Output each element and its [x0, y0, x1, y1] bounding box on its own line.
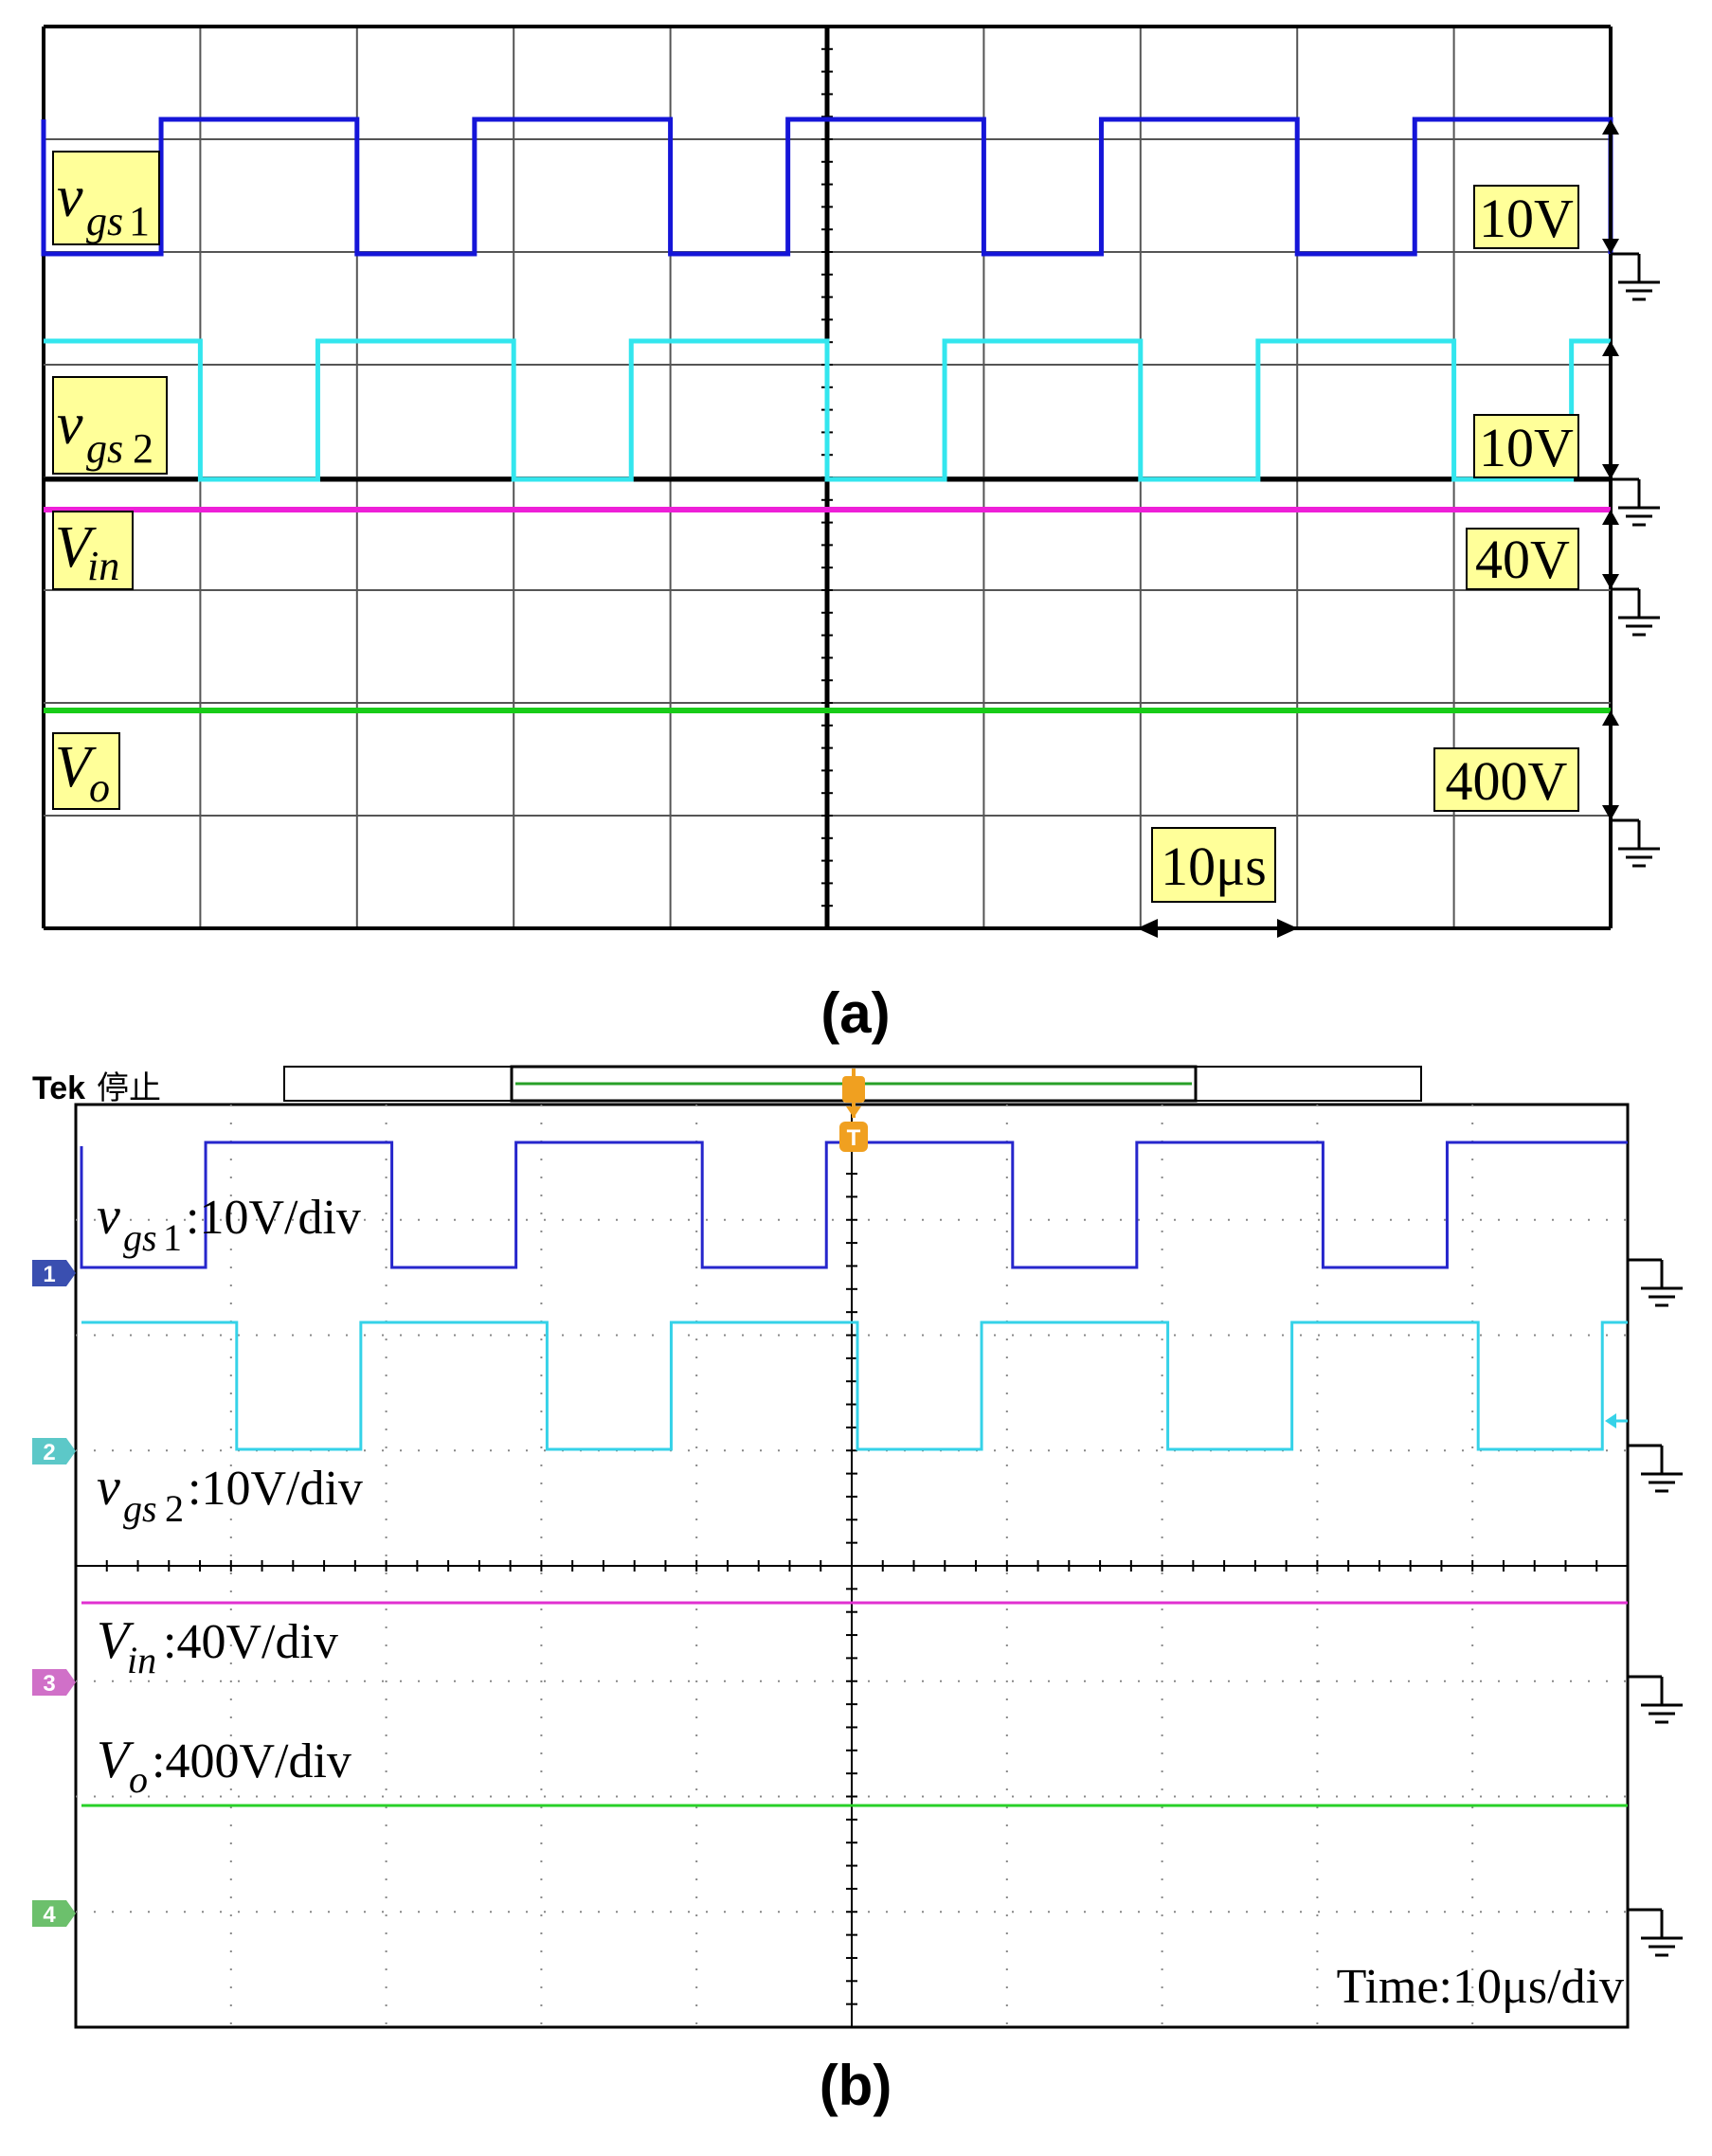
a-time-scale: 10μs	[1137, 827, 1298, 938]
a-scale-arrow-head-top-vo	[1602, 710, 1619, 726]
a-scale-arrow-head-bottom-vo	[1602, 805, 1619, 820]
a-scale-arrow-head-top-vin	[1602, 510, 1619, 525]
b-ground-symbol-1	[1641, 1260, 1683, 1307]
a-scale-vgs2-text: 10V	[1479, 417, 1574, 478]
b-ground-1	[1628, 1258, 1683, 1307]
b-label-vo-sub: o	[129, 1758, 148, 1801]
a-scale-vgs1-text: 10V	[1479, 188, 1574, 249]
a-scale-arrow-head-bottom-vin	[1602, 574, 1619, 589]
b-label-vo-scale: :400V/div	[152, 1734, 351, 1788]
b-label-vgs2-sub: gs	[123, 1487, 157, 1530]
a-label-vo-sub: o	[89, 764, 110, 811]
a-label-vgs1: v gs 1	[52, 151, 160, 245]
a-trace-vgs1	[41, 117, 1613, 257]
b-label-vin-scale: :40V/div	[163, 1615, 338, 1669]
a-ground-vin	[1618, 589, 1660, 637]
a-ground-vo	[1618, 820, 1660, 868]
b-ground-symbol-3	[1641, 1677, 1683, 1724]
a-scale-arrow-head-top-vgs1	[1602, 119, 1619, 135]
a-scale-vin-text: 40V	[1475, 529, 1570, 590]
b-status-text: 停止	[97, 1070, 161, 1106]
a-scale-arrow-head-bottom-vgs2	[1602, 464, 1619, 479]
b-channel-3-marker: 3	[32, 1669, 76, 1697]
b-label-vin-main: V	[97, 1611, 135, 1670]
a-label-vgs2: v gs 2	[52, 376, 168, 475]
panel-b: Tek 停止 T 1 2 3	[32, 1065, 1683, 2117]
a-label-vo-main: V	[55, 735, 97, 800]
b-channel-2-marker: 2	[32, 1438, 76, 1465]
a-label-vin-main: V	[55, 515, 97, 580]
a-scale-arrow-vin	[1602, 510, 1660, 637]
b-label-vgs2: v gs 2 :10V/div	[97, 1458, 363, 1530]
a-time-scale-text: 10μs	[1161, 835, 1267, 897]
b-ground-symbol-2	[1641, 1446, 1683, 1493]
a-label-vgs2-tail: 2	[133, 425, 153, 472]
a-scale-arrow-vo	[1602, 710, 1660, 868]
b-label-vgs1-scale: :10V/div	[186, 1191, 361, 1245]
b-trigger-label: T	[847, 1125, 861, 1151]
a-scale-vin: 40V	[1466, 528, 1579, 590]
a-ground-vgs1	[1618, 254, 1660, 301]
a-scale-vgs2: 10V	[1473, 414, 1579, 478]
b-channel-4-marker: 4	[32, 1900, 76, 1928]
b-channel-1-num: 1	[43, 1262, 55, 1287]
b-label-vin: V in :40V/div	[97, 1611, 338, 1681]
panel-b-caption: (b)	[820, 2054, 892, 2117]
b-label-vgs2-scale: :10V/div	[188, 1462, 363, 1516]
a-label-vgs1-main: v	[57, 165, 83, 229]
b-vgs2-level-arrow	[1605, 1413, 1628, 1428]
a-label-vo: V o	[52, 732, 120, 811]
b-tek-brand: Tek	[32, 1070, 85, 1106]
a-time-scale-arrow	[1137, 919, 1298, 938]
a-ground-vgs2	[1618, 479, 1660, 527]
panel-b-traces	[80, 1141, 1628, 1807]
b-ground-2	[1628, 1444, 1683, 1493]
a-label-vgs2-main: v	[57, 392, 83, 457]
a-label-vin: V in	[52, 511, 134, 590]
a-label-vgs2-sub: gs	[86, 425, 123, 472]
a-scale-vgs1: 10V	[1473, 185, 1579, 249]
a-scale-arrow-vgs2	[1602, 341, 1660, 527]
a-scale-vo-text: 400V	[1446, 750, 1568, 812]
b-ground-4	[1628, 1908, 1683, 1957]
b-trace-vgs1	[80, 1141, 1628, 1269]
panel-a: v gs 1 v gs 2 V in V o 10V 10V	[41, 25, 1660, 1045]
b-ground-symbol-4	[1641, 1910, 1683, 1957]
a-scale-arrow-head-top-vgs2	[1602, 341, 1619, 356]
b-time-label: Time:10μs/div	[1337, 1960, 1624, 2014]
panel-a-traces	[41, 117, 1613, 713]
b-label-vin-sub: in	[127, 1639, 156, 1681]
b-label-vo-main: V	[97, 1731, 135, 1789]
a-label-vgs1-tail: 1	[129, 198, 150, 244]
a-label-vgs1-sub: gs	[86, 198, 123, 244]
b-label-vgs2-tail: 2	[165, 1487, 184, 1530]
a-scale-arrow-vgs1	[1602, 119, 1660, 301]
b-trigger-marker: T	[839, 1069, 868, 1152]
b-label-vgs2-main: v	[97, 1458, 120, 1517]
b-label-vgs1-sub: gs	[123, 1216, 157, 1259]
b-channel-3-num: 3	[43, 1671, 55, 1697]
a-label-vin-sub: in	[87, 543, 119, 589]
b-channel-1-marker: 1	[32, 1260, 76, 1287]
b-label-vo: V o :400V/div	[97, 1731, 351, 1801]
b-label-vgs1: v gs 1 :10V/div	[97, 1187, 361, 1259]
b-channel-2-num: 2	[43, 1440, 55, 1465]
b-label-vgs1-main: v	[97, 1187, 120, 1246]
b-channel-4-num: 4	[43, 1902, 56, 1928]
b-ground-symbols	[1628, 1258, 1683, 1957]
b-trace-vgs2	[81, 1321, 1628, 1451]
panel-a-caption: (a)	[820, 981, 890, 1045]
panel-a-scale-arrows	[1602, 119, 1660, 868]
a-scale-vo: 400V	[1433, 747, 1579, 812]
a-trace-vgs2	[44, 338, 1611, 482]
b-label-vgs1-tail: 1	[163, 1216, 182, 1259]
a-scale-arrow-head-bottom-vgs1	[1602, 239, 1619, 254]
b-ground-3	[1628, 1675, 1683, 1724]
